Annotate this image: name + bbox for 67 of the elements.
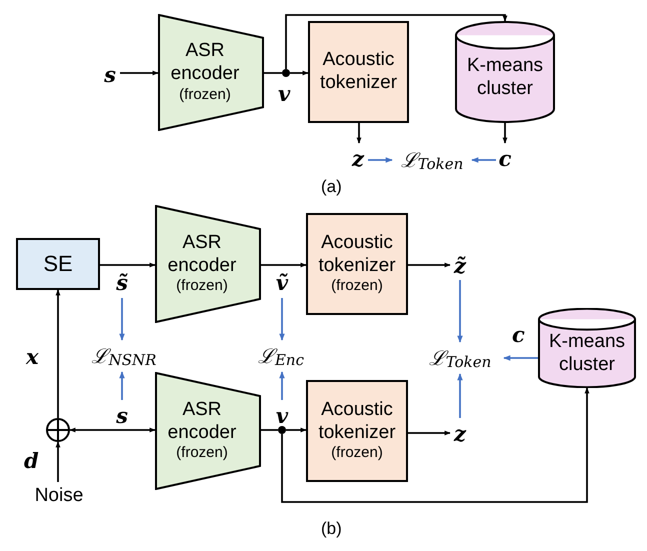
status-note: (frozen) — [331, 444, 383, 464]
arrow — [356, 123, 362, 144]
arrow — [457, 373, 463, 418]
tokenizer-box — [306, 380, 408, 482]
edge-label: d — [24, 450, 39, 471]
arrow — [119, 298, 125, 341]
block-label: ASR encoder — [166, 398, 238, 444]
cluster-cylinder — [455, 21, 555, 123]
arrow — [290, 70, 309, 76]
arrow — [261, 262, 307, 268]
block-label: Acoustic tokenizer — [318, 49, 398, 95]
tokenizer-box — [306, 213, 408, 315]
loss-term: ℒ$_{Token}$ — [392, 144, 472, 176]
panel-caption: (a) — [321, 178, 342, 195]
arrow — [120, 70, 159, 76]
math-symbol: c — [496, 143, 514, 173]
arrow — [56, 289, 60, 418]
cluster-cylinder — [538, 308, 636, 388]
block-label: K-means cluster — [466, 55, 544, 101]
status-note: (frozen) — [176, 277, 228, 296]
loss-term: ℒ$_{NSNR}$ — [86, 340, 162, 372]
arrow — [279, 298, 285, 341]
math-symbol: z — [450, 418, 470, 448]
arrow — [368, 157, 393, 163]
status-note: (frozen) — [176, 444, 228, 464]
math-symbol: v — [278, 83, 290, 104]
math-symbol: s — [100, 60, 120, 88]
panel-caption: (b) — [321, 520, 342, 537]
noise-label: Noise — [30, 482, 88, 508]
block-label: ASR encoder — [166, 232, 238, 278]
loss-term: ℒ$_{Enc}$ — [248, 340, 314, 372]
block-label: SE — [43, 250, 73, 278]
arrow — [56, 441, 60, 482]
arrow — [457, 280, 463, 343]
block-label: Acoustic tokenizer — [317, 232, 397, 278]
adder-circle — [46, 418, 70, 442]
status-note: (frozen) — [179, 86, 231, 105]
arrow — [279, 371, 285, 400]
math-symbol: s̃ — [112, 266, 132, 298]
arrow — [281, 387, 590, 503]
math-symbol: ṽ — [272, 266, 292, 298]
math-symbol: z̃ — [450, 250, 470, 280]
arrow — [69, 428, 156, 432]
tokenizer-box — [308, 21, 409, 123]
math-symbol: v — [272, 400, 292, 430]
arrow — [286, 428, 307, 432]
enhancement-box — [16, 238, 100, 290]
arrow — [471, 157, 496, 163]
math-symbol: z — [348, 143, 368, 173]
edge-label: x — [26, 346, 39, 367]
encoder-trapezoid — [158, 14, 264, 131]
encoder-trapezoid — [155, 372, 261, 490]
status-note: (frozen) — [331, 277, 383, 296]
block-label: ASR encoder — [170, 40, 240, 86]
arrow — [502, 123, 508, 144]
arrow — [285, 14, 508, 69]
edge-label: c — [512, 324, 525, 345]
block-label: K-means cluster — [548, 331, 626, 377]
loss-term: ℒ$_{Token}$ — [416, 342, 504, 374]
arrow — [408, 262, 451, 268]
arrow — [100, 262, 156, 268]
arrow — [503, 355, 538, 361]
encoder-trapezoid — [155, 205, 261, 323]
block-label: Acoustic tokenizer — [317, 398, 397, 444]
arrow — [408, 430, 451, 436]
arrow — [119, 371, 125, 400]
math-symbol: s — [112, 400, 132, 430]
